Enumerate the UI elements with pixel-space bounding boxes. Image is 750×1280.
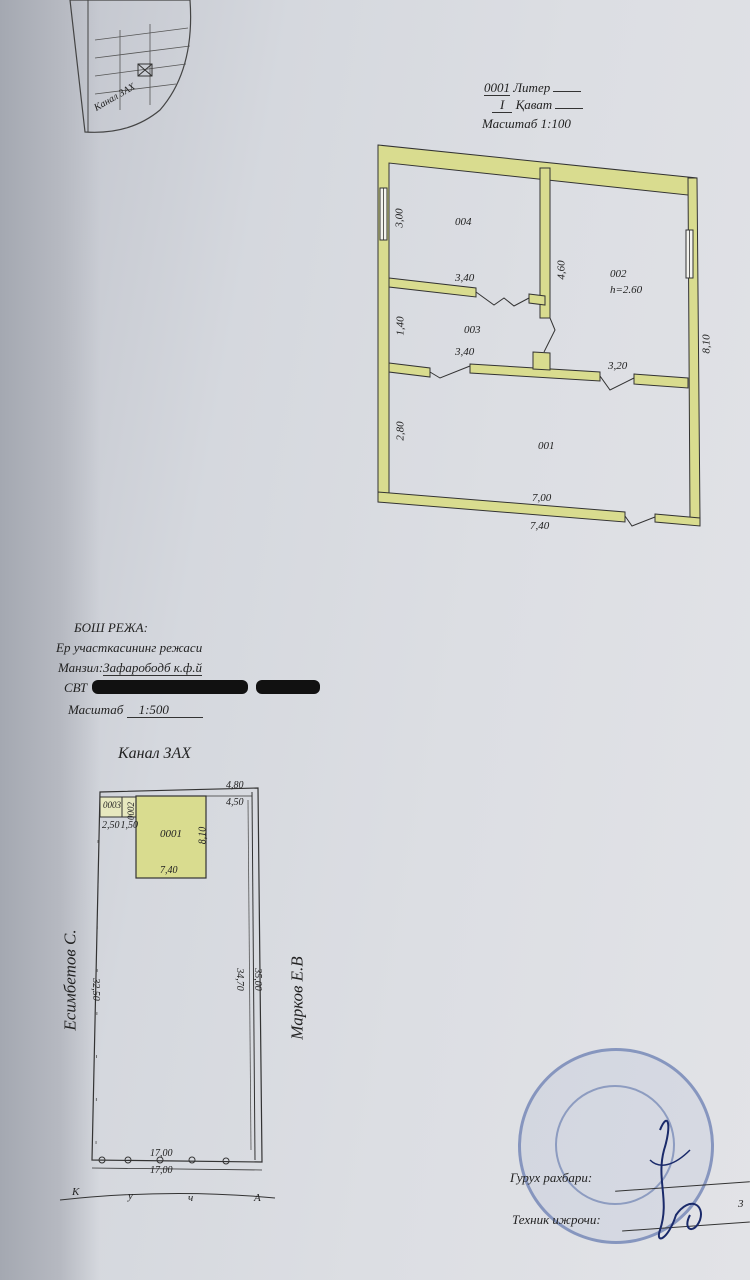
dim-340-mid: 3,40 [455, 346, 475, 358]
north-neighbor: Канал ЗАХ [118, 745, 192, 762]
site-dim-top-outer: 4,80 [226, 780, 244, 791]
redaction-bar [92, 680, 248, 694]
page-binding-shadow [0, 0, 100, 1280]
liter-label: Литер [513, 80, 551, 95]
general-scale-value: 1:500 [126, 702, 203, 718]
site-dim-left-small: 2,501,50 [102, 820, 138, 831]
dim-740: 7,40 [530, 520, 550, 532]
floor-number: I [492, 97, 513, 113]
site-dim-bottom-outer: 17,00 [150, 1165, 173, 1176]
liter-number: 0001 [484, 80, 510, 96]
annex-0003: 0003 [103, 800, 121, 810]
redaction-bar-2 [256, 680, 320, 694]
ruler-letter-a: А [254, 1192, 261, 1204]
stamp-inner-ring [555, 1085, 675, 1205]
svt-label: СВТ [64, 680, 88, 695]
ruler-letter-u: у [128, 1190, 133, 1202]
general-scale-label: Масштаб [68, 702, 124, 717]
official-stamp [518, 1048, 714, 1244]
address-value: Зафарободб к.ф.й [103, 660, 203, 676]
site-dim-bottom-inner: 17,00 [150, 1148, 173, 1159]
floor-block: I Қават [492, 97, 584, 113]
dim-700: 7,00 [532, 492, 552, 504]
site-dim-top-inner: 4,50 [226, 797, 244, 808]
ruler-letter-k: К [72, 1186, 80, 1198]
plan-scale: Масштаб 1:100 [482, 116, 571, 131]
building-0001: 0001 [160, 828, 182, 840]
dim-320: 3,20 [608, 360, 628, 372]
room-label-002: 002 [610, 268, 627, 280]
general-plan-title: БОШ РЕЖА: [74, 620, 148, 635]
address-line: Манзил:Зафарободб к.ф.й [58, 660, 203, 676]
room-label-001: 001 [538, 440, 555, 452]
group-head-label: Гурух рахбари: [510, 1170, 593, 1185]
floor-label: Қават [515, 97, 553, 112]
general-scale: Масштаб 1:500 [68, 702, 203, 718]
site-dim-bld-width: 7,40 [160, 865, 178, 876]
room-label-003: 003 [464, 324, 481, 336]
edge-char: 3 [738, 1198, 744, 1210]
room-height: h=2.60 [610, 284, 643, 296]
general-plan-subtitle: Ер участкасининг режаси [56, 640, 203, 655]
dim-340-top: 3,40 [455, 272, 475, 284]
technician-label: Техник ижрочи: [512, 1212, 601, 1227]
liter-block: 0001 Литер [484, 80, 582, 96]
ruler-letter-ch: ч [188, 1192, 194, 1204]
room-label-004: 004 [455, 216, 472, 228]
address-label: Манзил: [58, 660, 104, 675]
